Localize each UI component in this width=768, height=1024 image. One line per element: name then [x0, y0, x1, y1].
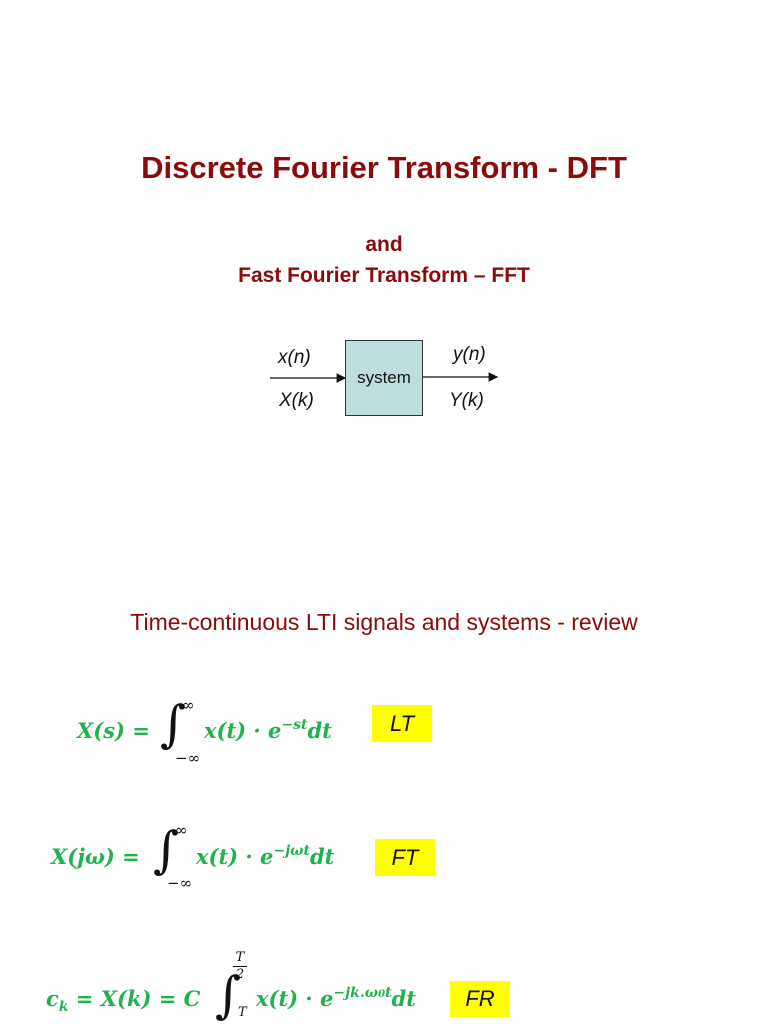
lt-upper-limit: ∞: [182, 696, 195, 714]
page-title: Discrete Fourier Transform - DFT: [141, 150, 627, 185]
ft-upper-limit: ∞: [175, 821, 188, 839]
integral-sign: ∫: [160, 695, 187, 753]
system-box: [345, 340, 423, 416]
ft-tag: FT: [375, 839, 435, 876]
diagram-arrows: [270, 372, 499, 383]
fr-upper-limit: T 2: [233, 950, 247, 983]
ft-lower-limit: −∞: [167, 874, 193, 892]
output-signal-time: y(n): [453, 344, 486, 365]
integral-sign: ∫: [153, 821, 180, 879]
fr-integrand: x(t) · e−jk.ω0tdt: [256, 985, 416, 1011]
fr-lower-limit: T: [238, 1005, 247, 1020]
ft-lhs: X(jω) =: [51, 844, 140, 869]
system-label: system: [357, 368, 411, 387]
fr-tag: FR: [450, 981, 510, 1017]
input-signal-time: x(n): [278, 347, 311, 368]
lt-lhs: X(s) =: [77, 718, 150, 743]
ft-integrand: x(t) · e−jωtdt: [196, 843, 335, 869]
integral-sign: ∫: [215, 966, 242, 1024]
section-heading: Time-continuous LTI signals and systems …: [130, 609, 638, 635]
lt-integrand: x(t) · e−stdt: [204, 717, 332, 743]
fr-lhs: ck = X(k) = C: [46, 986, 201, 1015]
output-signal-freq: Y(k): [449, 390, 484, 411]
subtitle-fft: Fast Fourier Transform – FFT: [238, 264, 530, 287]
lt-lower-limit: −∞: [175, 749, 201, 767]
lt-tag: LT: [372, 705, 432, 742]
subtitle-and: and: [365, 233, 403, 256]
input-signal-freq: X(k): [279, 390, 314, 411]
